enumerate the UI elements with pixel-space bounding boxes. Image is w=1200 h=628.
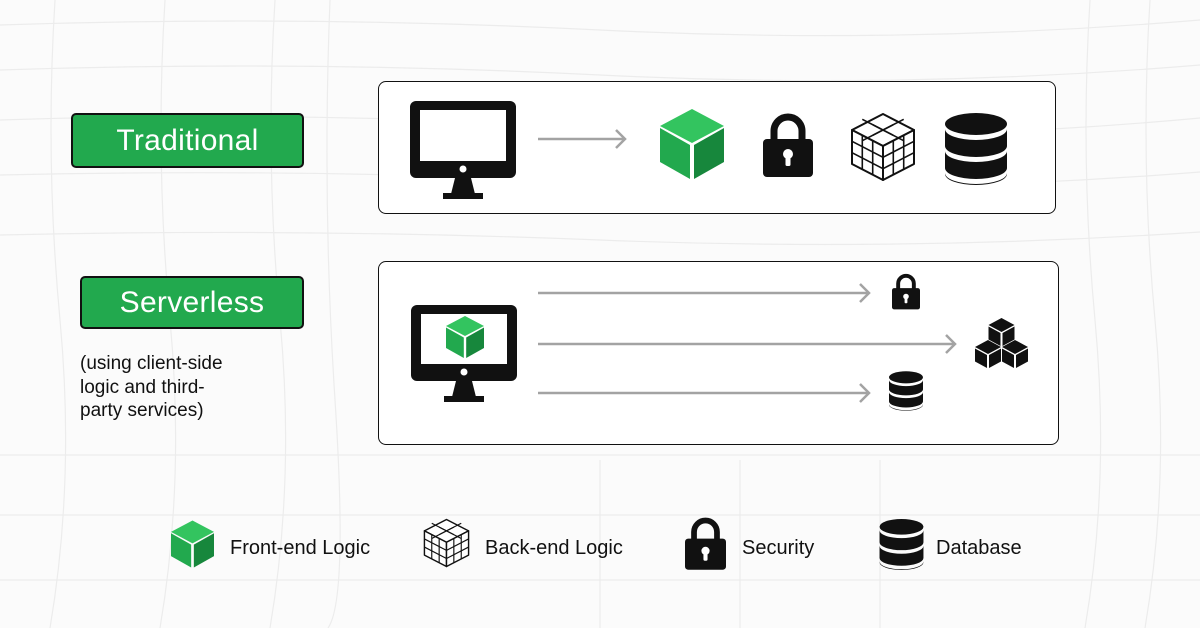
monitor-icon <box>410 101 516 199</box>
monitor-with-front-end-icon <box>411 305 517 402</box>
traditional-label: Traditional <box>71 113 304 168</box>
database-icon <box>889 371 923 411</box>
database-icon <box>945 113 1007 185</box>
serverless-label: Serverless <box>80 276 304 329</box>
legend-security-icon <box>685 517 726 570</box>
arrow-to-database-icon <box>538 383 871 403</box>
legend-security-label: Security <box>742 537 815 559</box>
legend-database-icon <box>879 519 924 570</box>
back-end-logic-icon <box>851 113 915 181</box>
serverless-note-line: (using client-side <box>80 353 223 374</box>
arrow-to-security-icon <box>538 283 871 303</box>
legend-front-end-logic-label: Front-end Logic <box>230 537 371 559</box>
security-icon <box>892 273 920 310</box>
legend-back-end-logic-icon <box>423 518 470 568</box>
legend-database-label: Database <box>936 537 1022 559</box>
front-end-logic-icon <box>660 109 724 179</box>
third-party-services-icon <box>975 318 1028 368</box>
security-icon <box>763 113 813 177</box>
serverless-note: (using client-side logic and third- part… <box>80 352 300 423</box>
arrow-to-services-icon <box>538 334 957 354</box>
legend-back-end-logic-label: Back-end Logic <box>485 537 623 559</box>
serverless-note-line: logic and third- <box>80 376 205 398</box>
arrow-icon <box>538 129 627 149</box>
legend-front-end-logic-icon <box>171 520 214 568</box>
serverless-note-line: party services) <box>80 400 204 421</box>
